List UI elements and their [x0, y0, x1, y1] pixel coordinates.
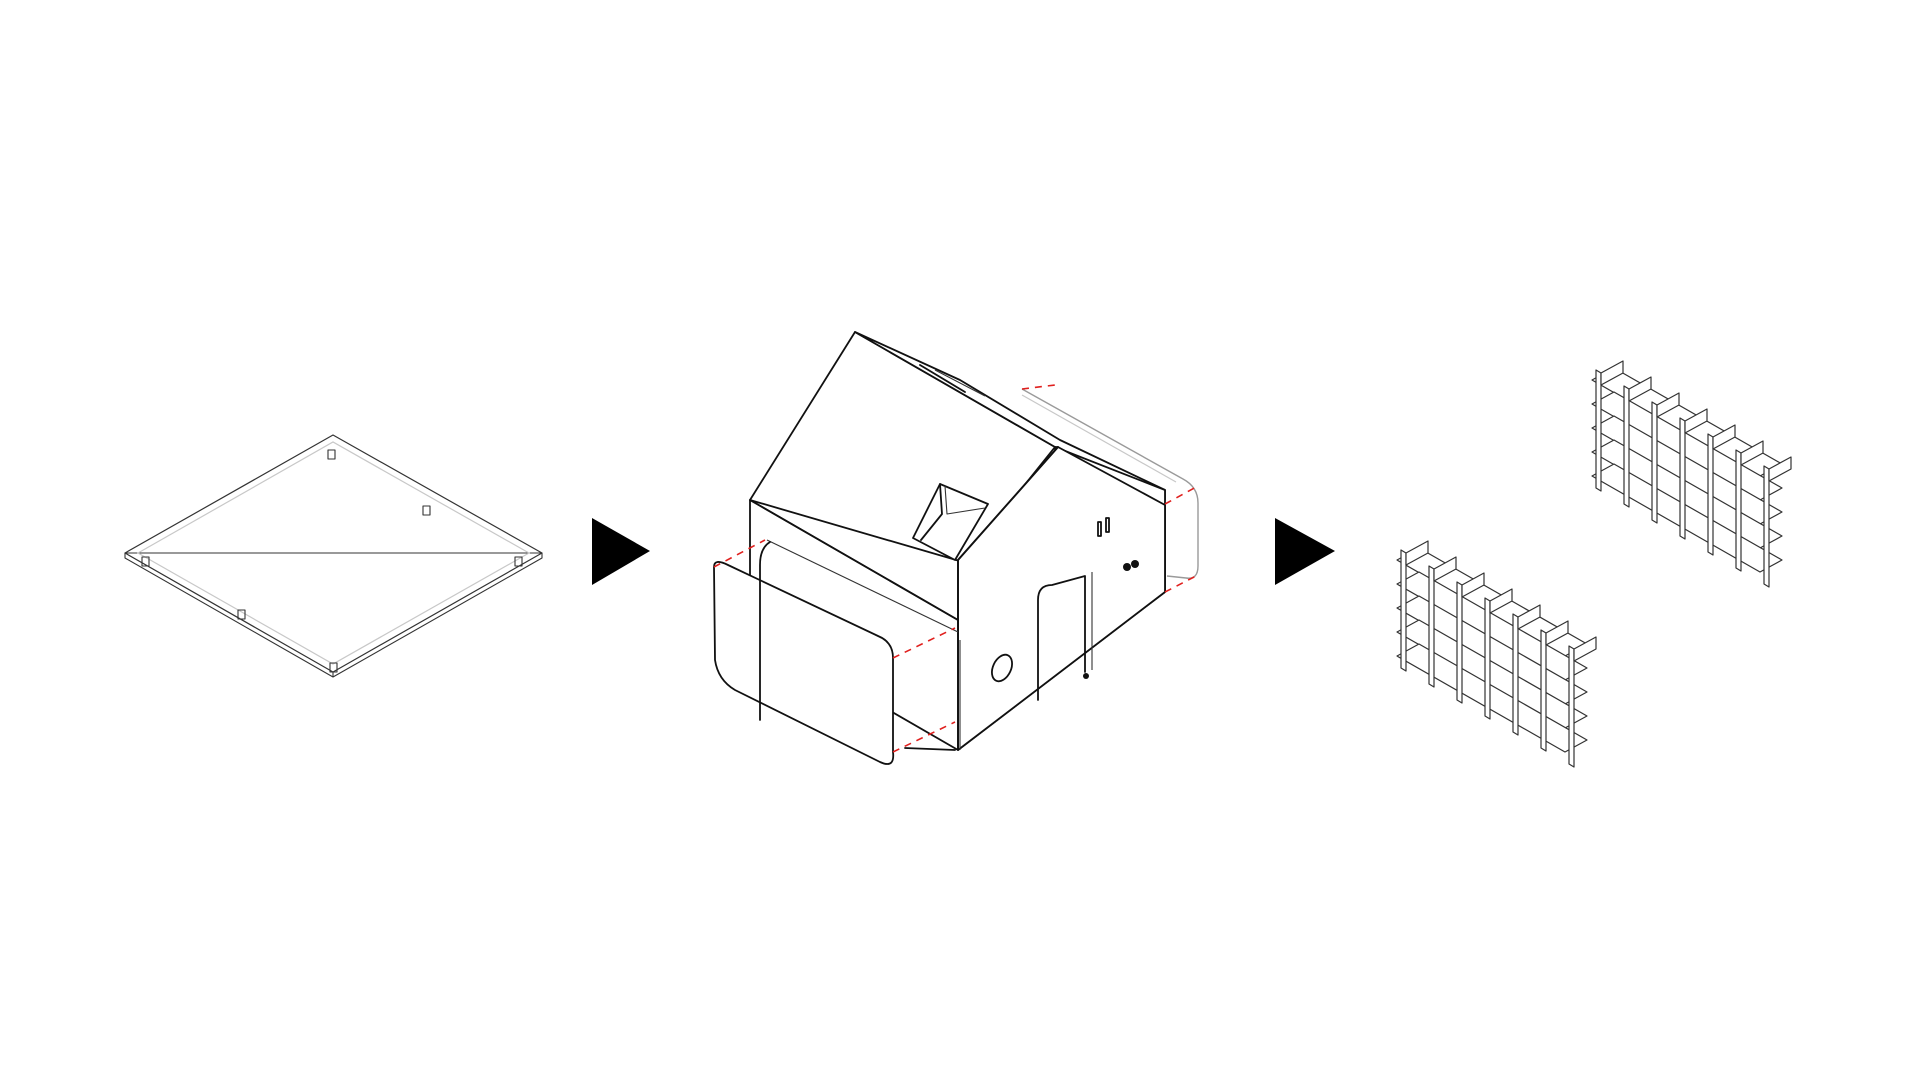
divider-fin: [1433, 556, 1457, 582]
divider-fin: [1600, 360, 1624, 386]
shelf-divider: [1735, 449, 1742, 572]
divider-fin: [1461, 572, 1485, 598]
shelf-divider: [1623, 385, 1630, 508]
divider-fin: [1489, 588, 1513, 614]
clip-icon: [422, 505, 431, 516]
panel-edge: [124, 552, 543, 678]
shelf-divider: [1763, 465, 1770, 588]
divider-fin: [1684, 408, 1708, 434]
divider-fin: [1656, 392, 1680, 418]
divider-fin: [1573, 636, 1597, 662]
alignment-guides: [713, 384, 1199, 753]
divider-fin: [1405, 540, 1429, 566]
shelf-divider: [1428, 565, 1435, 688]
panel-clips: [141, 449, 523, 673]
clip-icon: [327, 449, 336, 460]
shelf-divider: [1595, 369, 1602, 492]
shelf-divider: [1400, 549, 1407, 672]
divider-fin: [1545, 620, 1569, 646]
grid-shelf-front: [1396, 540, 1597, 768]
shelf-divider: [1484, 597, 1491, 720]
shelf-divider: [1540, 629, 1547, 752]
flat-panel-drawing: [124, 434, 543, 678]
house-box-drawing: [713, 331, 1199, 765]
divider-fin: [1740, 440, 1764, 466]
slot-icon: [1105, 517, 1110, 533]
clip-icon: [237, 609, 246, 620]
gable-door: [1037, 572, 1093, 701]
clip-icon: [141, 556, 150, 567]
divider-fin: [1628, 376, 1652, 402]
panel-inner-border: [136, 441, 531, 665]
shelf-divider: [1679, 417, 1686, 540]
right-triangle-arrow-icon: [1275, 518, 1335, 585]
shelf-divider: [1456, 581, 1463, 704]
hole-icon: [1131, 560, 1139, 568]
divider-fin: [1517, 604, 1541, 630]
shelf-divider: [1707, 433, 1714, 556]
shelf-divider: [1568, 645, 1575, 768]
window-opening: [912, 483, 989, 561]
right-triangle-arrow-icon: [592, 518, 650, 585]
shelf-divider: [1651, 401, 1658, 524]
clip-icon: [329, 662, 338, 673]
grid-shelf-back: [1591, 360, 1792, 588]
shelf-board: [1591, 463, 1783, 573]
round-hole-icon: [991, 653, 1013, 683]
divider-fin: [1712, 424, 1736, 450]
roof-window: [912, 483, 989, 561]
divider-fin: [1768, 456, 1792, 482]
slot-icon: [1097, 521, 1102, 537]
hole-icon: [1123, 563, 1131, 571]
shelf-divider: [1512, 613, 1519, 736]
shelf-board: [1396, 643, 1588, 753]
clip-icon: [514, 556, 523, 567]
